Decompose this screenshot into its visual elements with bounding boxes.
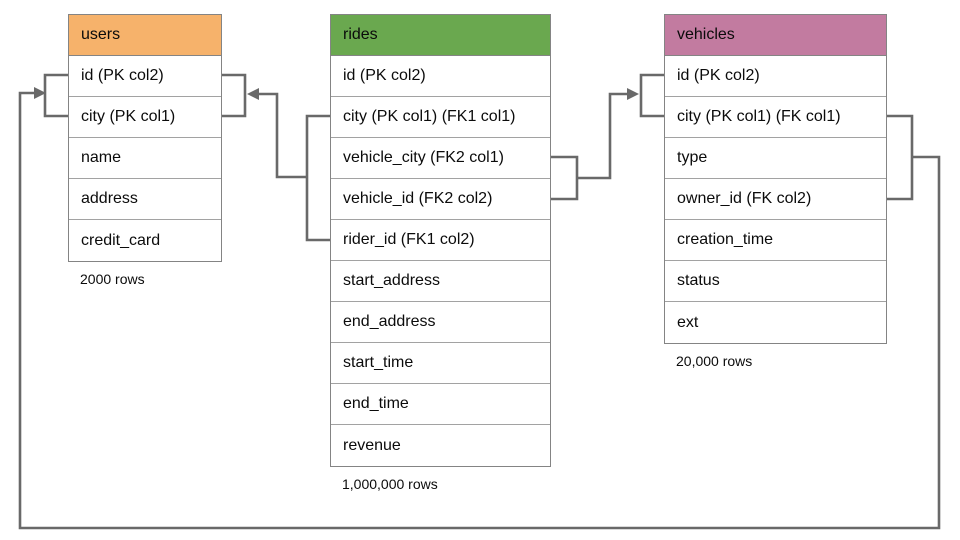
table-vehicles-row-count: 20,000 rows (676, 353, 753, 369)
table-row: start_address (331, 261, 550, 302)
table-row: address (69, 179, 221, 220)
table-row: start_time (331, 343, 550, 384)
table-row: vehicle_id (FK2 col2) (331, 179, 550, 220)
table-users: users id (PK col2) city (PK col1) name a… (68, 14, 222, 287)
fk1-rides-to-users (222, 73, 330, 242)
table-vehicles: vehicles id (PK col2) city (PK col1) (FK… (664, 14, 887, 369)
table-row: name (69, 138, 221, 179)
table-row: id (PK col2) (331, 56, 550, 97)
table-row: id (PK col2) (69, 56, 221, 97)
table-row: type (665, 138, 886, 179)
fk-connector-line (18, 91, 941, 530)
table-row: owner_id (FK col2) (665, 179, 886, 220)
table-row: status (665, 261, 886, 302)
table-rides: rides id (PK col2) city (PK col1) (FK1 c… (330, 14, 551, 492)
vehicles-right-bracket (887, 114, 914, 201)
fk2-connector-line (577, 92, 627, 180)
table-row: vehicle_city (FK2 col1) (331, 138, 550, 179)
table-users-box: users id (PK col2) city (PK col1) name a… (68, 14, 222, 262)
table-row: end_address (331, 302, 550, 343)
table-row: city (PK col1) (FK1 col1) (331, 97, 550, 138)
fk1-arrowhead-icon (247, 88, 259, 100)
table-users-row-count: 2000 rows (80, 271, 145, 287)
table-row: creation_time (665, 220, 886, 261)
rides-left-bracket (305, 114, 330, 242)
rides-right-bracket (551, 155, 579, 201)
table-users-title: users (69, 15, 221, 56)
table-row: rider_id (FK1 col2) (331, 220, 550, 261)
table-vehicles-box: vehicles id (PK col2) city (PK col1) (FK… (664, 14, 887, 344)
table-row: revenue (331, 425, 550, 466)
fk2-arrowhead-icon (627, 88, 639, 100)
table-rides-title: rides (331, 15, 550, 56)
table-row: id (PK col2) (665, 56, 886, 97)
users-right-bracket (222, 73, 247, 118)
table-row: ext (665, 302, 886, 343)
table-row: city (PK col1) (69, 97, 221, 138)
users-left-bracket (43, 73, 68, 118)
table-row: credit_card (69, 220, 221, 261)
fk-arrowhead-icon (34, 87, 46, 99)
table-rides-box: rides id (PK col2) city (PK col1) (FK1 c… (330, 14, 551, 467)
fk2-rides-to-vehicles (551, 73, 664, 201)
vehicles-left-bracket (639, 73, 664, 118)
fk1-connector-line (259, 92, 307, 179)
fk-vehicles-to-users (18, 73, 941, 530)
table-row: end_time (331, 384, 550, 425)
table-row: city (PK col1) (FK col1) (665, 97, 886, 138)
table-vehicles-title: vehicles (665, 15, 886, 56)
table-rides-row-count: 1,000,000 rows (342, 476, 438, 492)
